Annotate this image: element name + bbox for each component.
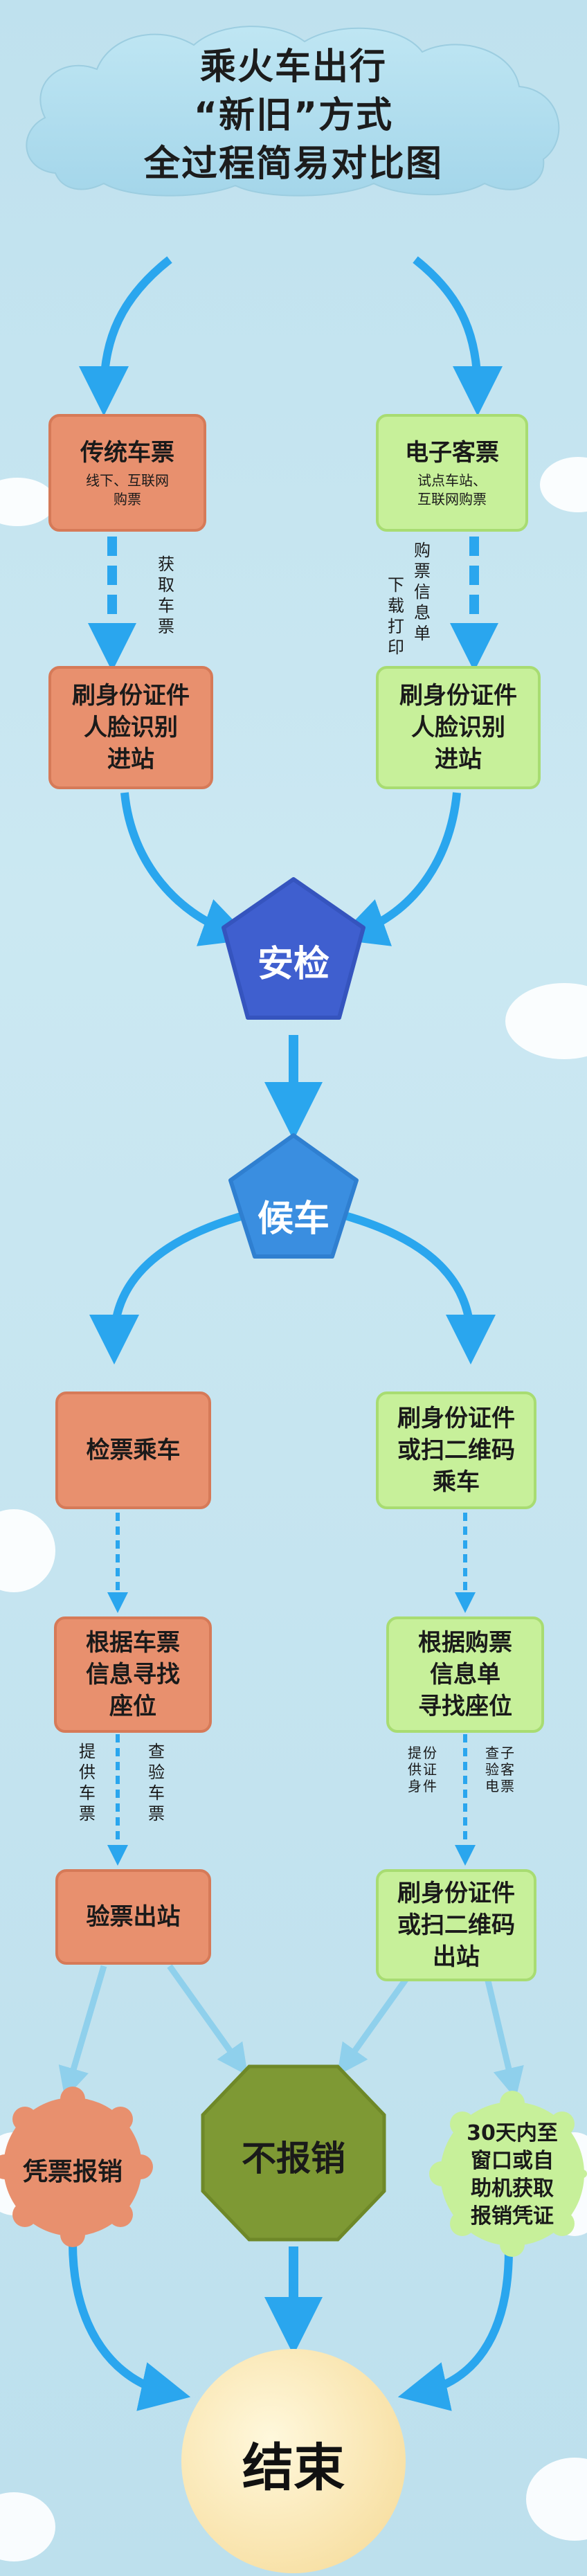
download-print-label: 下载打印 <box>388 575 404 657</box>
voucher-line: 30天内至 <box>467 2121 558 2145</box>
right-board-line: 刷身份证件 <box>397 1405 515 1432</box>
right-exit-line: 出站 <box>433 1943 480 1971</box>
title-line-2: “新旧”方式 <box>193 95 394 136</box>
arrow-waiting-left <box>89 1211 247 1364</box>
waiting-label: 候车 <box>257 1198 329 1240</box>
check-e-ticket-label: 查验电子客票 <box>485 1745 514 1794</box>
voucher-label: 30天内至 窗口或自 助机获取 报销凭证 <box>440 2120 584 2231</box>
right-entry-line: 人脸识别 <box>411 714 505 741</box>
left-entry-line: 人脸识别 <box>84 714 178 741</box>
traditional-ticket-title: 传统车票 <box>80 439 174 467</box>
left-seat-box: 根据车票 信息寻找 座位 <box>54 1616 212 1733</box>
arrow-left-end <box>69 2242 191 2411</box>
right-seat-line: 根据购票 <box>418 1629 512 1657</box>
left-exit-box: 验票出站 <box>55 1869 211 1965</box>
arrow-waiting-right <box>341 1211 496 1364</box>
line-right-noreimburse <box>336 1964 418 2076</box>
right-board-line: 或扫二维码 <box>397 1436 515 1464</box>
right-exit-box: 刷身份证件 或扫二维码 出站 <box>376 1869 536 1981</box>
arrow-right-end <box>397 2249 513 2411</box>
check-ticket-label: 查验车票 <box>148 1742 165 1823</box>
no-reimburse-octagon <box>201 2064 386 2242</box>
title-cloud <box>26 26 560 197</box>
reimburse-badge <box>0 2087 153 2247</box>
provide-id-label: 提供身份证件 <box>408 1745 437 1794</box>
traditional-ticket-box: 传统车票 线下、互联网 购票 <box>48 414 206 532</box>
line-right-voucher <box>481 1965 524 2099</box>
right-seat-line: 信息单 <box>430 1661 500 1688</box>
arrow-right-security <box>336 792 461 946</box>
line-left-noreimburse <box>167 1964 249 2076</box>
traditional-ticket-sub: 购票 <box>114 491 141 507</box>
e-ticket-sub: 互联网购票 <box>417 491 487 507</box>
e-ticket-title: 电子客票 <box>405 439 499 467</box>
security-label: 安检 <box>257 944 329 985</box>
left-seat-line: 座位 <box>109 1693 156 1720</box>
arrow-title-right <box>413 256 503 416</box>
traditional-ticket-sub: 线下、互联网 <box>86 472 169 489</box>
reimburse-label: 凭票报销 <box>22 2158 123 2186</box>
left-board-label: 检票乘车 <box>86 1436 181 1464</box>
voucher-line: 报销凭证 <box>471 2204 554 2228</box>
right-exit-line: 刷身份证件 <box>397 1880 515 1907</box>
provide-ticket-label: 提供车票 <box>79 1742 96 1823</box>
right-entry-line: 刷身份证件 <box>399 682 517 710</box>
title-line-1: 乘火车出行 <box>199 46 387 88</box>
right-entry-box: 刷身份证件 人脸识别 进站 <box>376 666 541 789</box>
right-board-line: 乘车 <box>433 1468 480 1496</box>
line-left-reimburse <box>58 1965 107 2099</box>
left-seat-line: 根据车票 <box>86 1629 180 1657</box>
e-ticket-sub: 试点车站、 <box>417 472 487 489</box>
voucher-line: 助机获取 <box>471 2177 554 2201</box>
left-seat-line: 信息寻找 <box>86 1661 180 1688</box>
left-entry-box: 刷身份证件 人脸识别 进站 <box>48 666 213 789</box>
right-seat-box: 根据购票 信息单 寻找座位 <box>386 1616 544 1733</box>
end-label: 结束 <box>242 2438 345 2498</box>
voucher-line: 窗口或自 <box>471 2149 554 2173</box>
no-reimburse-label: 不报销 <box>242 2138 345 2179</box>
arrow-left-security <box>120 792 252 946</box>
fetch-ticket-label: 获取车票 <box>158 555 174 636</box>
voucher-badge <box>429 2091 587 2257</box>
left-entry-line: 刷身份证件 <box>72 682 190 710</box>
right-exit-line: 或扫二维码 <box>397 1911 515 1939</box>
page-title: 乘火车出行 “新旧”方式 全过程简易对比图 <box>0 43 587 188</box>
left-board-box: 检票乘车 <box>55 1391 211 1509</box>
end-circle <box>181 2349 406 2573</box>
right-seat-line: 寻找座位 <box>418 1693 512 1720</box>
left-entry-line: 进站 <box>107 746 154 773</box>
security-pentagon <box>222 877 365 1020</box>
waiting-pentagon <box>228 1133 359 1259</box>
right-entry-line: 进站 <box>435 746 482 773</box>
arrow-title-left <box>79 256 172 416</box>
left-exit-label: 验票出站 <box>86 1903 181 1931</box>
e-ticket-box: 电子客票 试点车站、 互联网购票 <box>376 414 528 532</box>
ticket-info-label: 购票信息单 <box>414 541 431 643</box>
title-line-3: 全过程简易对比图 <box>143 143 443 185</box>
right-board-box: 刷身份证件 或扫二维码 乘车 <box>376 1391 536 1509</box>
